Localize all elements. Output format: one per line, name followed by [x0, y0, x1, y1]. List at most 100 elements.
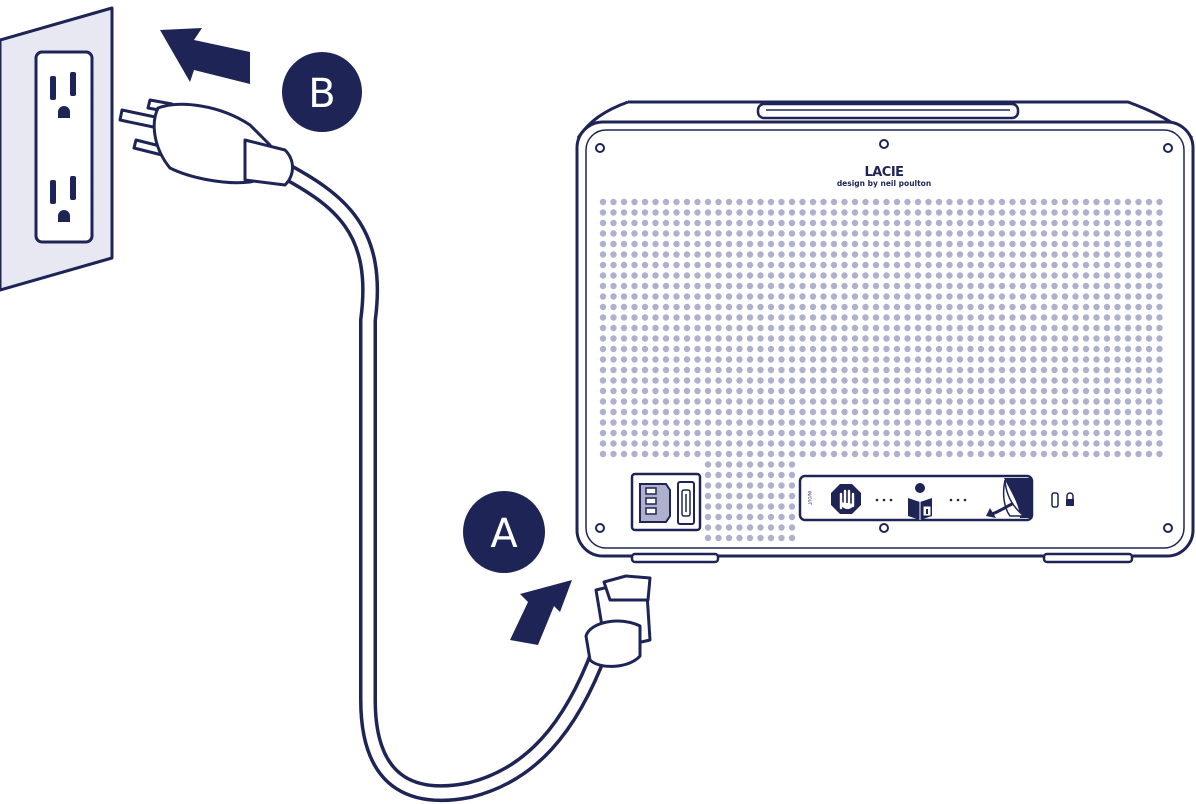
- grille-dot: [1019, 345, 1027, 353]
- grille-dot: [1061, 450, 1069, 458]
- grille-dot: [988, 377, 995, 384]
- grille-dot: [1019, 209, 1027, 216]
- grille-dot: [904, 324, 911, 332]
- grille-dot: [914, 293, 922, 300]
- grille-dot: [1072, 324, 1079, 332]
- grille-dot: [1082, 219, 1090, 227]
- grille-dot: [704, 471, 712, 479]
- grille-dot: [862, 303, 869, 311]
- grille-dot: [725, 356, 733, 363]
- grille-dot: [599, 335, 607, 342]
- grille-dot: [872, 230, 880, 237]
- grille-dot: [620, 377, 628, 384]
- grille-dot: [841, 356, 848, 363]
- grille-dot: [778, 492, 785, 500]
- grille-dot: [851, 345, 859, 353]
- grille-dot: [1040, 230, 1048, 237]
- grille-dot: [872, 240, 880, 248]
- grille-dot: [1124, 314, 1132, 321]
- grille-dot: [599, 398, 607, 405]
- grille-dot: [1156, 377, 1163, 384]
- grille-dot: [1009, 366, 1016, 374]
- grille-dot: [736, 272, 743, 279]
- grille-dot: [820, 314, 827, 321]
- grille-dot: [767, 524, 775, 531]
- grille-dot: [1114, 377, 1121, 384]
- grille-dot: [893, 356, 901, 363]
- grille-dot: [914, 230, 922, 237]
- grille-dot: [820, 240, 827, 248]
- grille-dot: [778, 240, 785, 248]
- grille-dot: [1072, 356, 1079, 363]
- grille-dot: [1019, 293, 1027, 300]
- step-a-label: A: [490, 511, 518, 557]
- grille-dot: [998, 440, 1006, 447]
- grille-dot: [914, 429, 922, 437]
- step-b-badge: B: [282, 52, 362, 132]
- grille-dot: [914, 261, 922, 269]
- grille-dot: [1156, 230, 1163, 237]
- grille-dot: [652, 419, 659, 426]
- grille-dot: [925, 303, 932, 311]
- grille-dot: [1145, 314, 1153, 321]
- grille-dot: [809, 314, 817, 321]
- grille-dot: [1009, 429, 1016, 437]
- grille-dot: [1051, 377, 1058, 384]
- grille-dot: [862, 251, 869, 258]
- grille-dot: [715, 492, 722, 500]
- grille-dot: [893, 387, 901, 395]
- grille-dot: [893, 219, 901, 227]
- grille-dot: [1061, 230, 1069, 237]
- grille-dot: [1135, 408, 1142, 416]
- grille-dot: [904, 314, 911, 321]
- grille-dot: [746, 219, 754, 227]
- grille-dot: [977, 408, 985, 416]
- grille-dot: [1082, 198, 1090, 206]
- grille-dot: [883, 387, 890, 395]
- grille-dot: [704, 209, 712, 216]
- grille-dot: [610, 261, 617, 269]
- grille-dot: [956, 198, 964, 206]
- grille-dot: [1082, 272, 1090, 279]
- grille-dot: [1040, 335, 1048, 342]
- grille-dot: [610, 429, 617, 437]
- grille-dot: [694, 429, 701, 437]
- grille-dot: [998, 251, 1006, 258]
- grille-dot: [746, 303, 754, 311]
- grille-dot: [830, 366, 838, 374]
- grille-dot: [1156, 335, 1163, 342]
- grille-dot: [736, 261, 743, 269]
- grille-dot: [988, 198, 995, 206]
- grille-dot: [935, 251, 943, 258]
- grille-dot: [956, 209, 964, 216]
- grille-dot: [1093, 440, 1100, 447]
- grille-dot: [1135, 230, 1142, 237]
- grille-dot: [704, 293, 712, 300]
- grille-dot: [788, 492, 796, 500]
- grille-dot: [935, 272, 943, 279]
- grille-dot: [1061, 303, 1069, 311]
- grille-dot: [1051, 282, 1058, 290]
- grille-dot: [988, 219, 995, 227]
- grille-dot: [620, 293, 628, 300]
- grille-dot: [1061, 198, 1069, 206]
- grille-dot: [683, 230, 691, 237]
- grille-dot: [1051, 251, 1058, 258]
- grille-dot: [631, 240, 638, 248]
- grille-dot: [893, 282, 901, 290]
- grille-dot: [715, 471, 722, 479]
- grille-dot: [662, 198, 670, 206]
- grille-dot: [1030, 282, 1037, 290]
- grille-dot: [1009, 419, 1016, 426]
- grille-dot: [641, 398, 649, 405]
- grille-dot: [1061, 398, 1069, 405]
- grille-dot: [967, 356, 974, 363]
- grille-dot: [1072, 387, 1079, 395]
- grille-dot: [673, 387, 680, 395]
- grille-dot: [914, 240, 922, 248]
- grille-dot: [956, 335, 964, 342]
- grille-dot: [925, 251, 932, 258]
- grille-dot: [715, 209, 722, 216]
- grille-dot: [1145, 345, 1153, 353]
- grille-dot: [641, 440, 649, 447]
